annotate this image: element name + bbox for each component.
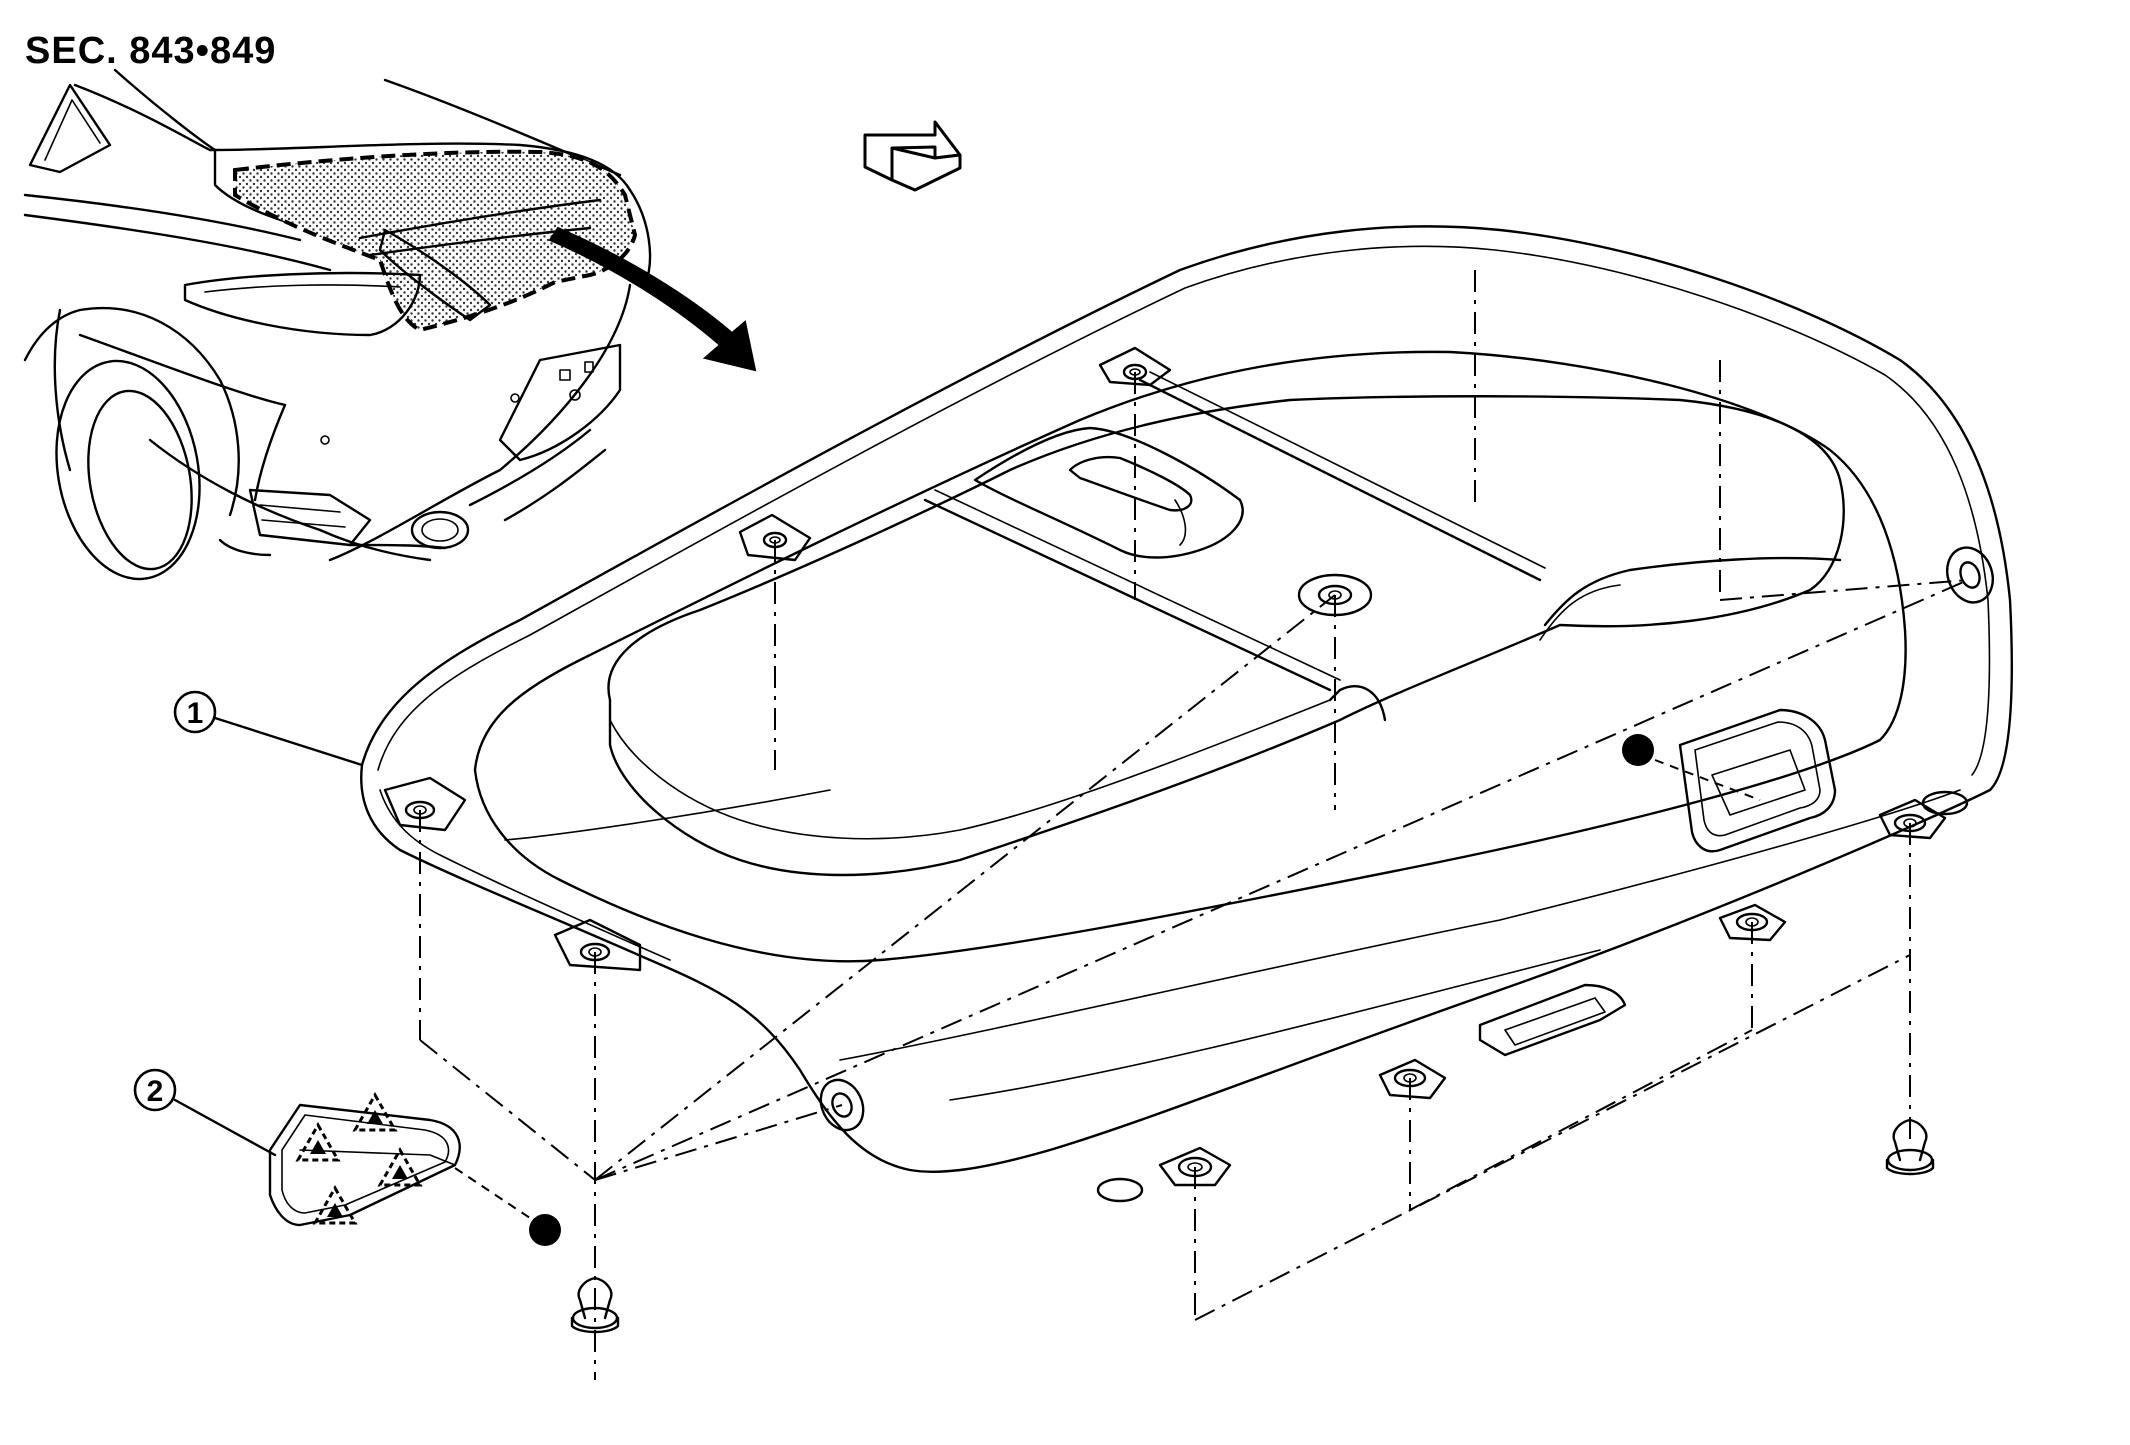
grease-triangle-icon: [312, 1184, 358, 1225]
clip-icon: [1885, 1118, 1935, 1176]
callout-2: 2: [133, 1068, 277, 1157]
callout-1: 1: [173, 690, 364, 767]
latch-opening: [1678, 708, 1837, 853]
filled-dot-icon: [529, 1214, 561, 1246]
bottom-recess: [1478, 983, 1627, 1057]
grease-triangle-icon: [377, 1146, 423, 1187]
section-label: SEC. 843•849: [25, 30, 277, 72]
callout-2-number: 2: [147, 1075, 164, 1108]
trunk-lid-finisher: [360, 225, 2013, 1203]
vehicle-rear-view: [23, 68, 652, 581]
front-direction-arrow-icon: [863, 120, 962, 192]
mounting-boss: [1096, 1177, 1144, 1203]
filled-dot-icon: [1622, 734, 1654, 766]
mounting-boss: [819, 1078, 865, 1132]
grease-triangle-icon: [295, 1121, 341, 1162]
clip-icon: [570, 1276, 620, 1334]
grease-triangle-icon: [352, 1091, 398, 1132]
assembly-lines: [419, 270, 1969, 1380]
pointer-arrow: [548, 226, 757, 372]
callout-1-number: 1: [187, 697, 204, 730]
trunk-lid-bumper-pad: [268, 1091, 461, 1227]
mounting-boss: [1946, 546, 1994, 604]
mounting-boss: [1378, 1058, 1447, 1100]
